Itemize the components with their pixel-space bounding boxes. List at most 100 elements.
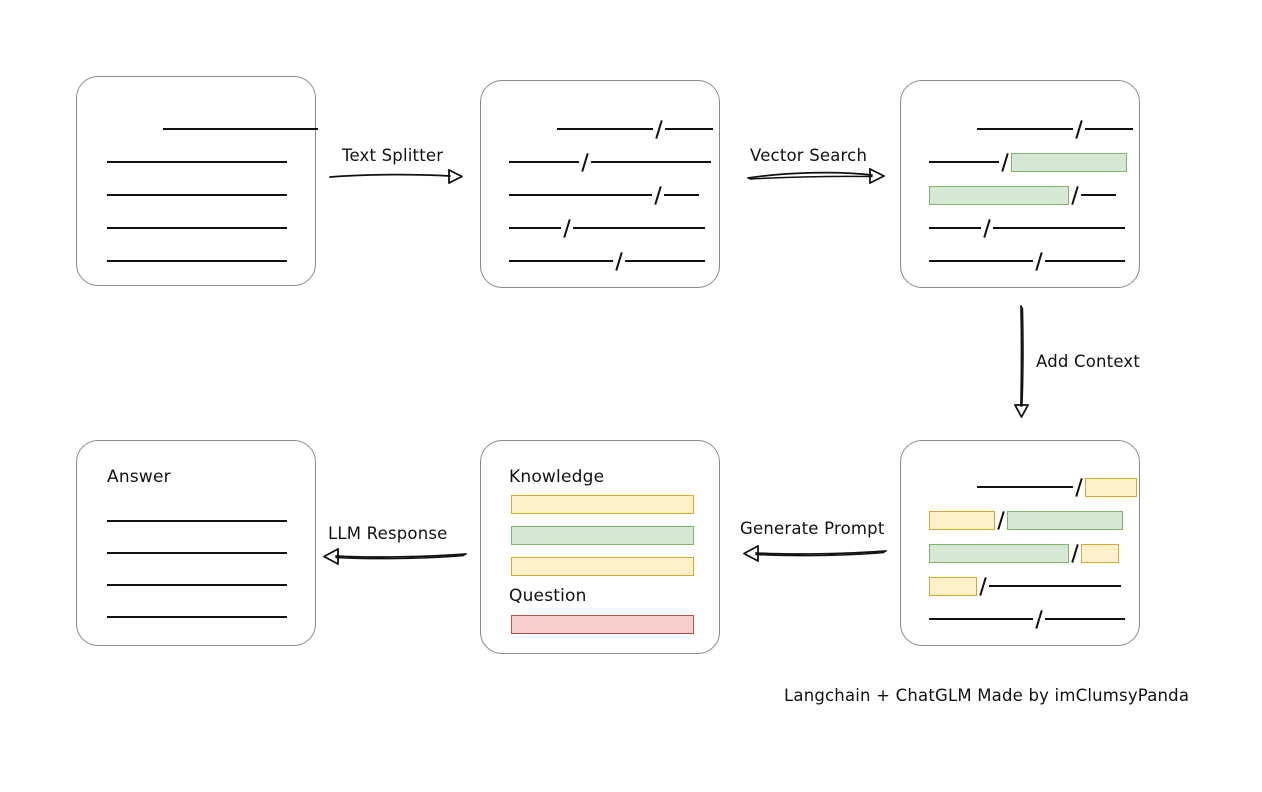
text-underline xyxy=(509,194,652,196)
text-underline xyxy=(1045,260,1125,262)
arrow-add-context xyxy=(1012,305,1032,418)
slash-separator xyxy=(652,187,664,204)
slash-separator xyxy=(1069,187,1081,204)
answer-rows xyxy=(77,441,315,645)
slash-separator xyxy=(561,220,573,237)
knowledge-bar-3 xyxy=(511,557,694,576)
credit-text: Langchain + ChatGLM Made by imClumsyPand… xyxy=(784,686,1190,705)
arrow-vector-search xyxy=(747,166,888,184)
text-row xyxy=(107,218,287,238)
row-indent xyxy=(107,129,163,130)
text-row xyxy=(929,251,1125,271)
slash-separator xyxy=(1033,611,1045,628)
highlight-chunk-green xyxy=(1011,152,1127,172)
card-answer[interactable]: Answer xyxy=(76,440,316,646)
text-underline xyxy=(509,227,561,229)
text-underline xyxy=(1085,128,1133,130)
text-underline xyxy=(929,618,1033,620)
slash-separator xyxy=(981,220,993,237)
text-underline xyxy=(107,227,287,229)
text-row xyxy=(107,607,287,627)
highlight-chunk-green xyxy=(929,185,1069,205)
arrow-label-text-splitter: Text Splitter xyxy=(342,146,444,165)
row-indent xyxy=(509,129,557,130)
slash-separator xyxy=(977,578,989,595)
slash-separator xyxy=(1073,479,1085,496)
text-underline xyxy=(977,128,1073,130)
text-underline xyxy=(509,161,579,163)
text-underline xyxy=(929,161,999,163)
slash-separator xyxy=(579,154,591,171)
arrow-generate-prompt xyxy=(740,545,887,563)
text-row xyxy=(107,575,287,595)
text-underline xyxy=(557,128,653,130)
text-underline xyxy=(625,260,705,262)
text-row xyxy=(509,218,705,238)
text-row xyxy=(929,185,1116,205)
text-row xyxy=(929,576,1121,596)
highlight-chunk-yellow xyxy=(1081,543,1119,563)
card-split-chunks[interactable] xyxy=(480,80,720,288)
slash-separator xyxy=(613,253,625,270)
text-underline xyxy=(107,552,287,554)
text-row xyxy=(929,218,1125,238)
highlight-chunk-yellow xyxy=(929,510,995,530)
text-row xyxy=(929,119,1133,139)
context-added-rows xyxy=(901,441,1139,645)
slash-separator xyxy=(1069,545,1081,562)
slash-separator xyxy=(995,512,1007,529)
knowledge-label: Knowledge xyxy=(509,467,605,487)
text-underline xyxy=(989,585,1121,587)
text-underline xyxy=(107,260,287,262)
text-underline xyxy=(107,584,287,586)
arrow-label-generate-prompt: Generate Prompt xyxy=(740,519,885,538)
text-row xyxy=(107,511,287,531)
arrow-label-add-context: Add Context xyxy=(1036,352,1141,371)
text-underline xyxy=(993,227,1125,229)
arrow-text-splitter xyxy=(329,168,465,184)
card-source-document[interactable] xyxy=(76,76,318,286)
card-vector-matches[interactable] xyxy=(900,80,1140,288)
arrow-label-vector-search: Vector Search xyxy=(750,146,868,165)
card-context-added[interactable] xyxy=(900,440,1140,646)
arrow-label-llm-response: LLM Response xyxy=(328,524,448,543)
text-row xyxy=(107,251,287,271)
vector-matches-rows xyxy=(901,81,1139,287)
text-row xyxy=(509,119,713,139)
text-row xyxy=(929,477,1137,497)
card-prompt[interactable]: Knowledge Question xyxy=(480,440,720,654)
text-underline xyxy=(591,161,711,163)
text-row xyxy=(107,543,287,563)
row-indent xyxy=(929,487,977,488)
text-row xyxy=(509,152,711,172)
question-label: Question xyxy=(509,586,587,606)
highlight-chunk-yellow xyxy=(929,576,977,596)
text-underline xyxy=(509,260,613,262)
text-underline xyxy=(664,194,699,196)
highlight-chunk-yellow xyxy=(1085,477,1137,497)
slash-separator xyxy=(653,121,665,138)
source-document-rows xyxy=(77,77,318,285)
slash-separator xyxy=(1073,121,1085,138)
text-row xyxy=(929,152,1127,172)
arrow-llm-response xyxy=(320,548,467,566)
highlight-chunk-green xyxy=(1007,510,1123,530)
text-underline xyxy=(573,227,705,229)
slash-separator xyxy=(1033,253,1045,270)
text-underline xyxy=(1045,618,1125,620)
text-row xyxy=(107,185,287,205)
text-underline xyxy=(163,128,318,130)
split-chunks-rows xyxy=(481,81,719,287)
text-underline xyxy=(977,486,1073,488)
text-underline xyxy=(929,260,1033,262)
answer-label: Answer xyxy=(107,467,171,487)
text-row xyxy=(107,152,287,172)
text-underline xyxy=(1081,194,1116,196)
question-bar-1 xyxy=(511,615,694,634)
text-underline xyxy=(929,227,981,229)
text-row xyxy=(929,609,1125,629)
text-row xyxy=(107,119,318,139)
text-row xyxy=(509,251,705,271)
row-indent xyxy=(929,129,977,130)
